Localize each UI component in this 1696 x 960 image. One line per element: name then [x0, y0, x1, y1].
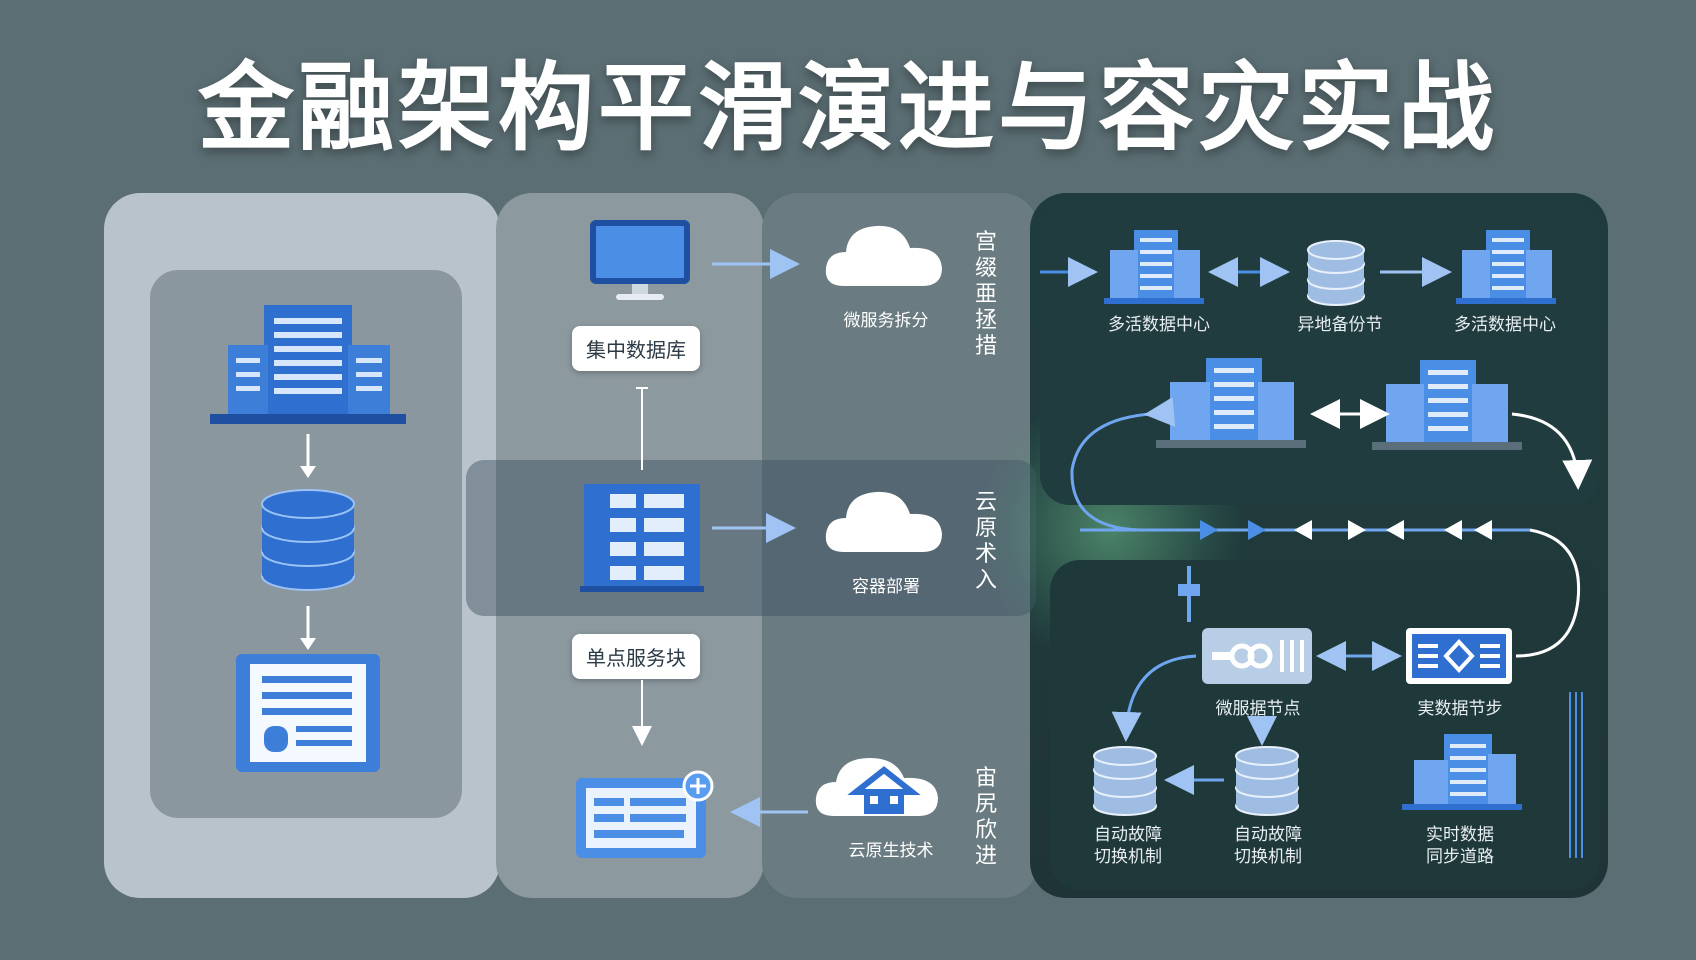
vertical-label: 云原术入: [974, 490, 997, 593]
cloud-icon: [825, 225, 942, 286]
failover-label: 自动故障 切换机制: [1234, 825, 1302, 867]
database-icon: [1093, 746, 1157, 816]
sync-panel-icon: [1406, 628, 1512, 684]
cloud-label: 云原生技术: [848, 841, 934, 861]
page-title: 金融架构平滑演进与容灾实战: [198, 52, 1498, 164]
backup-node-label: 异地备份节: [1297, 315, 1383, 335]
single-service-block-label: 单点服务块: [572, 634, 700, 679]
cloud-label: 容器部署: [852, 577, 920, 597]
settings-panel-icon: [576, 770, 714, 858]
failover-area: [1050, 560, 1600, 890]
centralized-database-label: 集中数据库: [572, 326, 700, 371]
vertical-label: 宫缀亜拯措: [974, 230, 997, 359]
datacenter-building-icon: [1402, 734, 1522, 810]
data-stream-icon: [1569, 692, 1583, 858]
cloud-icon: [825, 491, 942, 552]
datacenter-campus-icon: [1156, 358, 1306, 448]
database-icon: [261, 489, 355, 591]
datacenter-building-icon: [1104, 230, 1204, 304]
arrow-down-icon: [300, 606, 316, 650]
monitor-icon: [590, 220, 690, 300]
cloud-house-icon: [815, 758, 938, 816]
database-icon: [1235, 746, 1299, 816]
server-rack-icon: [580, 484, 704, 592]
datacenter-label: 多活数据中心: [1454, 315, 1556, 335]
failover-label: 自动故障 切换机制: [1094, 825, 1162, 867]
document-icon: [236, 654, 380, 772]
vertical-label: 宙尻欣进: [974, 766, 997, 869]
antenna-icon: [1178, 566, 1200, 622]
backup-database-icon: [1307, 240, 1365, 306]
microservice-node-label: 微服据节点: [1215, 699, 1301, 719]
building-icon: [210, 305, 406, 424]
datacenter-campus-icon: [1372, 360, 1522, 450]
sync-path-label: 实时数据 同步道路: [1426, 825, 1494, 867]
arrow-down-icon: [300, 434, 316, 478]
microservice-node-icon: [1202, 628, 1312, 684]
datacenter-building-icon: [1456, 230, 1556, 304]
datacenter-label: 多活数据中心: [1108, 315, 1210, 335]
sync-node-label: 実数据节步: [1417, 699, 1503, 719]
cloud-label: 微服务拆分: [843, 311, 929, 331]
